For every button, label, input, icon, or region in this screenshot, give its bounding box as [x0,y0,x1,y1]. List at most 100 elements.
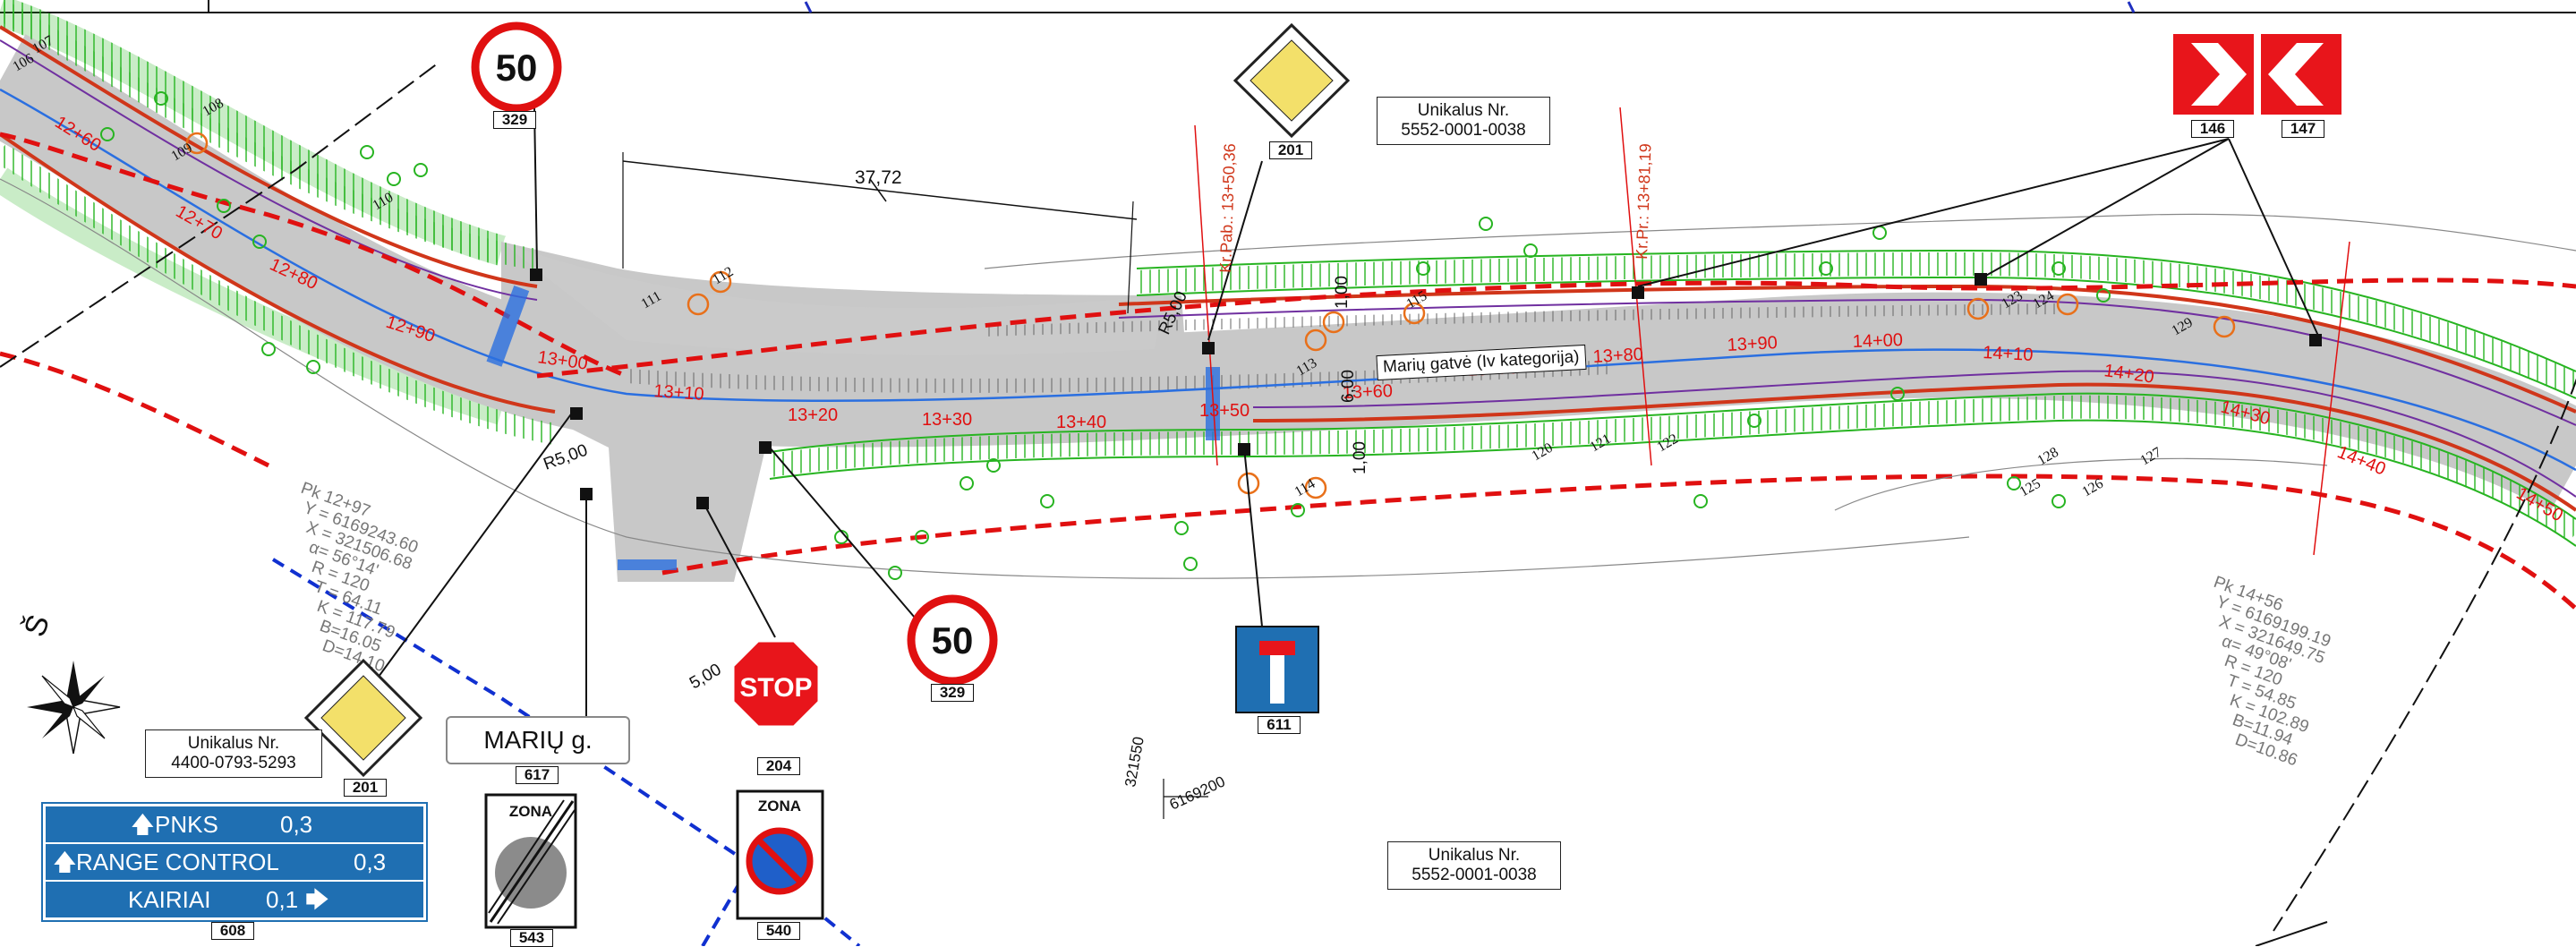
tree-marker [306,360,320,374]
svg-text:50: 50 [496,47,538,89]
station-label: 13+80 [1592,345,1643,367]
arrow-up-icon: 🡅 [131,811,155,838]
tree-marker [360,145,374,159]
tree-marker [2007,476,2021,491]
removed-tree-marker [709,270,732,294]
direction-row-range: 🡅 RANGE CONTROL 0,3 [46,844,423,882]
curve-data-right: Pk 14+56Y = 6169199.19X = 321649.75α= 49… [2211,573,2333,770]
parcel-label-left: Unikalus Nr. 4400-0793-5293 [145,729,322,778]
zone-no-parking-sign: ZONA [736,789,824,920]
tree-marker [1416,261,1430,276]
station-label: 13+30 [922,410,972,430]
sign-code-543: 543 [510,929,553,947]
station-label: 14+00 [1852,330,1903,352]
tree-marker [1291,503,1305,517]
tree-number: 125 [2017,476,2043,500]
parcel-bottom-line1: Unikalus Nr. [1428,846,1521,865]
arrow-up-icon: 🡅 [53,849,77,875]
removed-tree-marker [687,293,710,316]
sign-code-329-top: 329 [493,111,536,129]
tree-marker [154,91,168,106]
sign-code-329-bottom: 329 [931,684,974,702]
tree-marker [261,342,276,356]
tree-marker [414,163,428,177]
direction-value: 0,3 [354,849,387,875]
north-label: Š [18,610,56,641]
sign-code-201-bottom: 201 [344,779,387,797]
station-label: 13+90 [1727,333,1778,355]
tree-marker [252,235,267,249]
tree-marker [217,199,231,213]
station-label: 13+20 [788,405,838,425]
sign-code-146: 146 [2191,120,2234,138]
tree-marker [1183,557,1198,571]
tree-marker [888,566,902,580]
direction-sign: 🡅 PNKS 0,3 🡅 RANGE CONTROL 0,3 KAIRIAI 0… [43,804,426,920]
tree-marker [960,476,974,491]
tree-marker [915,530,929,544]
cross-label-2: Kr.Pab.: 13+50,36 [1216,143,1239,273]
removed-tree-marker [1403,302,1426,325]
parcel-top-line1: Unikalus Nr. [1417,101,1510,120]
tree-number: 114 [1292,476,1318,499]
tree-marker [1747,414,1761,428]
compass-rose [27,661,121,755]
width-label-1b: 1,00 [1351,441,1369,474]
removed-tree-marker [185,132,209,155]
parcel-label-top: Unikalus Nr. 5552-0001-0038 [1377,97,1550,145]
stop-sign: STOP [731,639,821,729]
svg-text:ZONA: ZONA [758,798,801,815]
parcel-left-line2: 4400-0793-5293 [171,754,296,772]
sign-code-201-top: 201 [1269,141,1312,159]
parcel-label-bottom: Unikalus Nr. 5552-0001-0038 [1387,841,1561,890]
tree-marker [1872,226,1887,240]
sign-code-204: 204 [757,757,800,775]
direction-value: 0,1 [266,886,299,913]
station-label: 13+50 [1199,401,1250,421]
chevron-sign-146 [2173,34,2254,115]
tree-marker [387,172,401,186]
tree-marker [1693,494,1708,508]
removed-tree-marker [1304,476,1327,499]
priority-road-sign-top [1233,22,1351,139]
width-label-5: 5,00 [687,661,725,694]
station-label: 13+60 [1342,381,1393,403]
station-label: 13+10 [653,381,705,405]
tree-marker [100,127,115,141]
sign-code-611: 611 [1258,716,1301,734]
tree-number: 127 [2138,445,2164,469]
priority-road-sign-bottom [303,658,423,778]
tree-marker [2051,494,2066,508]
sign-code-617: 617 [516,766,559,784]
station-label: 13+40 [1056,413,1106,432]
parcel-left-line1: Unikalus Nr. [187,734,280,753]
curve-data-left: Pk 12+97Y = 6169243.60X = 321506.68α= 56… [298,479,420,676]
station-label: 14+10 [1983,343,2034,365]
svg-text:ZONA: ZONA [509,803,552,820]
arrow-right-icon: 🡆 [305,886,329,913]
direction-name: PNKS [155,811,218,838]
tree-marker [1174,521,1189,535]
tree-marker [1819,261,1833,276]
coord-y: 6169200 [1167,772,1228,813]
direction-value: 0,3 [280,811,313,838]
direction-row-kairiai: KAIRIAI 0,1 🡆 [46,882,423,917]
parcel-top-line2: 5552-0001-0038 [1401,121,1526,140]
direction-name: KAIRIAI [128,886,211,913]
direction-name: RANGE CONTROL [76,849,279,875]
speed-limit-sign-bottom: 50 [907,594,998,686]
tree-marker [2096,288,2111,303]
width-label-6: 6,00 [1339,370,1358,403]
removed-tree-marker [1322,311,1345,334]
coord-x: 321550 [1122,736,1147,789]
zone-end-sign: ZONA [484,793,577,929]
sign-code-608: 608 [211,922,254,940]
street-name-sign: MARIŲ g. [446,716,630,764]
speed-limit-sign-top: 50 [471,21,562,113]
tree-marker [1479,217,1493,231]
removed-tree-marker [1304,328,1327,352]
svg-text:STOP: STOP [739,673,812,703]
dead-end-sign [1235,626,1319,713]
cross-label-1: Kr.Pr.: 13+81,19 [1633,143,1655,260]
